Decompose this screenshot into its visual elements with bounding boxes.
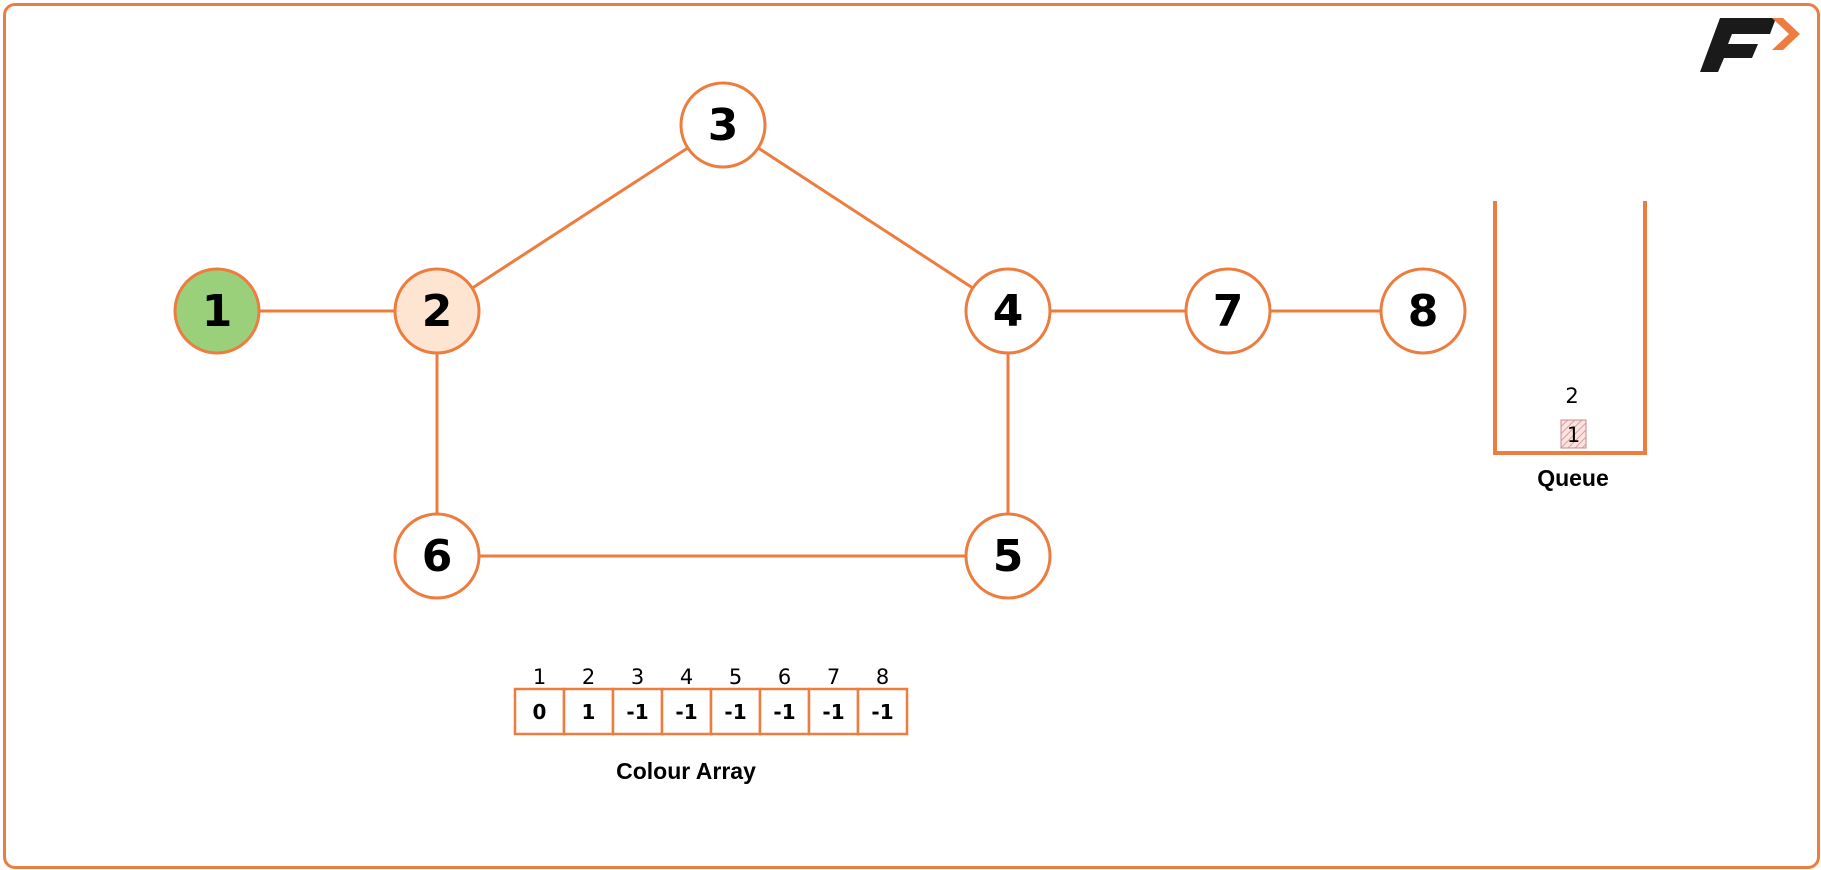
brand-logo-icon bbox=[1700, 18, 1800, 72]
queue-container bbox=[1493, 201, 1647, 455]
node-label: 1 bbox=[202, 286, 233, 337]
colour-array-cell bbox=[513, 687, 566, 736]
node-circle bbox=[393, 512, 481, 600]
colour-array-index: 3 bbox=[631, 665, 644, 689]
colour-array-caption: Colour Array bbox=[616, 758, 756, 784]
node-label: 4 bbox=[993, 286, 1024, 337]
queue-item bbox=[1560, 419, 1587, 449]
queue: 2 1 Queue bbox=[1493, 201, 1647, 491]
node-circle bbox=[1184, 267, 1272, 355]
node-8: 8 bbox=[1379, 267, 1467, 355]
node-label: 5 bbox=[993, 531, 1024, 582]
colour-array-cell bbox=[611, 687, 664, 736]
colour-array-index: 4 bbox=[680, 665, 693, 689]
colour-array-value: 1 bbox=[582, 700, 596, 724]
edge-2-3 bbox=[436, 123, 724, 313]
colour-array-index: 2 bbox=[582, 665, 595, 689]
node-2: 2 bbox=[393, 267, 481, 355]
colour-array-value: -1 bbox=[626, 700, 648, 724]
node-label: 2 bbox=[422, 286, 453, 337]
colour-array-value: -1 bbox=[773, 700, 795, 724]
node-circle bbox=[679, 81, 767, 169]
colour-array-cell bbox=[758, 687, 811, 736]
node-1: 1 bbox=[173, 267, 261, 355]
colour-array-cells: 0 1 -1 -1 -1 -1 -1 -1 bbox=[513, 687, 909, 736]
slide-border bbox=[3, 3, 1820, 869]
colour-array-cell bbox=[856, 687, 909, 736]
colour-array-index: 6 bbox=[778, 665, 791, 689]
node-circle bbox=[964, 267, 1052, 355]
queue-item-label: 1 bbox=[1567, 423, 1580, 447]
queue-items: 1 bbox=[1560, 419, 1587, 449]
colour-array-cell bbox=[660, 687, 713, 736]
node-4: 4 bbox=[964, 267, 1052, 355]
colour-array-value: -1 bbox=[724, 700, 746, 724]
colour-array-index: 5 bbox=[729, 665, 742, 689]
graph-nodes: 1 2 3 4 5 6 7 8 bbox=[173, 81, 1467, 600]
node-6: 6 bbox=[393, 512, 481, 600]
colour-array-value: -1 bbox=[871, 700, 893, 724]
colour-array-value: -1 bbox=[822, 700, 844, 724]
node-circle bbox=[964, 512, 1052, 600]
edge-3-4 bbox=[722, 123, 1009, 313]
node-label: 7 bbox=[1213, 286, 1244, 337]
node-label: 3 bbox=[708, 100, 739, 151]
node-5: 5 bbox=[964, 512, 1052, 600]
colour-array-indices: 1 2 3 4 5 6 7 8 bbox=[533, 665, 889, 689]
colour-array-value: -1 bbox=[675, 700, 697, 724]
colour-array-value: 0 bbox=[533, 700, 547, 724]
node-7: 7 bbox=[1184, 267, 1272, 355]
node-circle bbox=[1379, 267, 1467, 355]
colour-array-index: 7 bbox=[827, 665, 840, 689]
node-circle bbox=[173, 267, 261, 355]
queue-caption: Queue bbox=[1537, 465, 1609, 491]
colour-array-cell bbox=[807, 687, 860, 736]
colour-array-index: 8 bbox=[876, 665, 889, 689]
node-circle bbox=[393, 267, 481, 355]
node-label: 6 bbox=[422, 531, 453, 582]
queue-incoming-label: 2 bbox=[1565, 384, 1578, 408]
node-label: 8 bbox=[1408, 286, 1439, 337]
colour-array-index: 1 bbox=[533, 665, 546, 689]
colour-array-cell bbox=[709, 687, 762, 736]
colour-array: 1 2 3 4 5 6 7 8 0 1 -1 -1 -1 -1 -1 -1 Colour Array bbox=[513, 665, 909, 784]
node-3: 3 bbox=[679, 81, 767, 169]
